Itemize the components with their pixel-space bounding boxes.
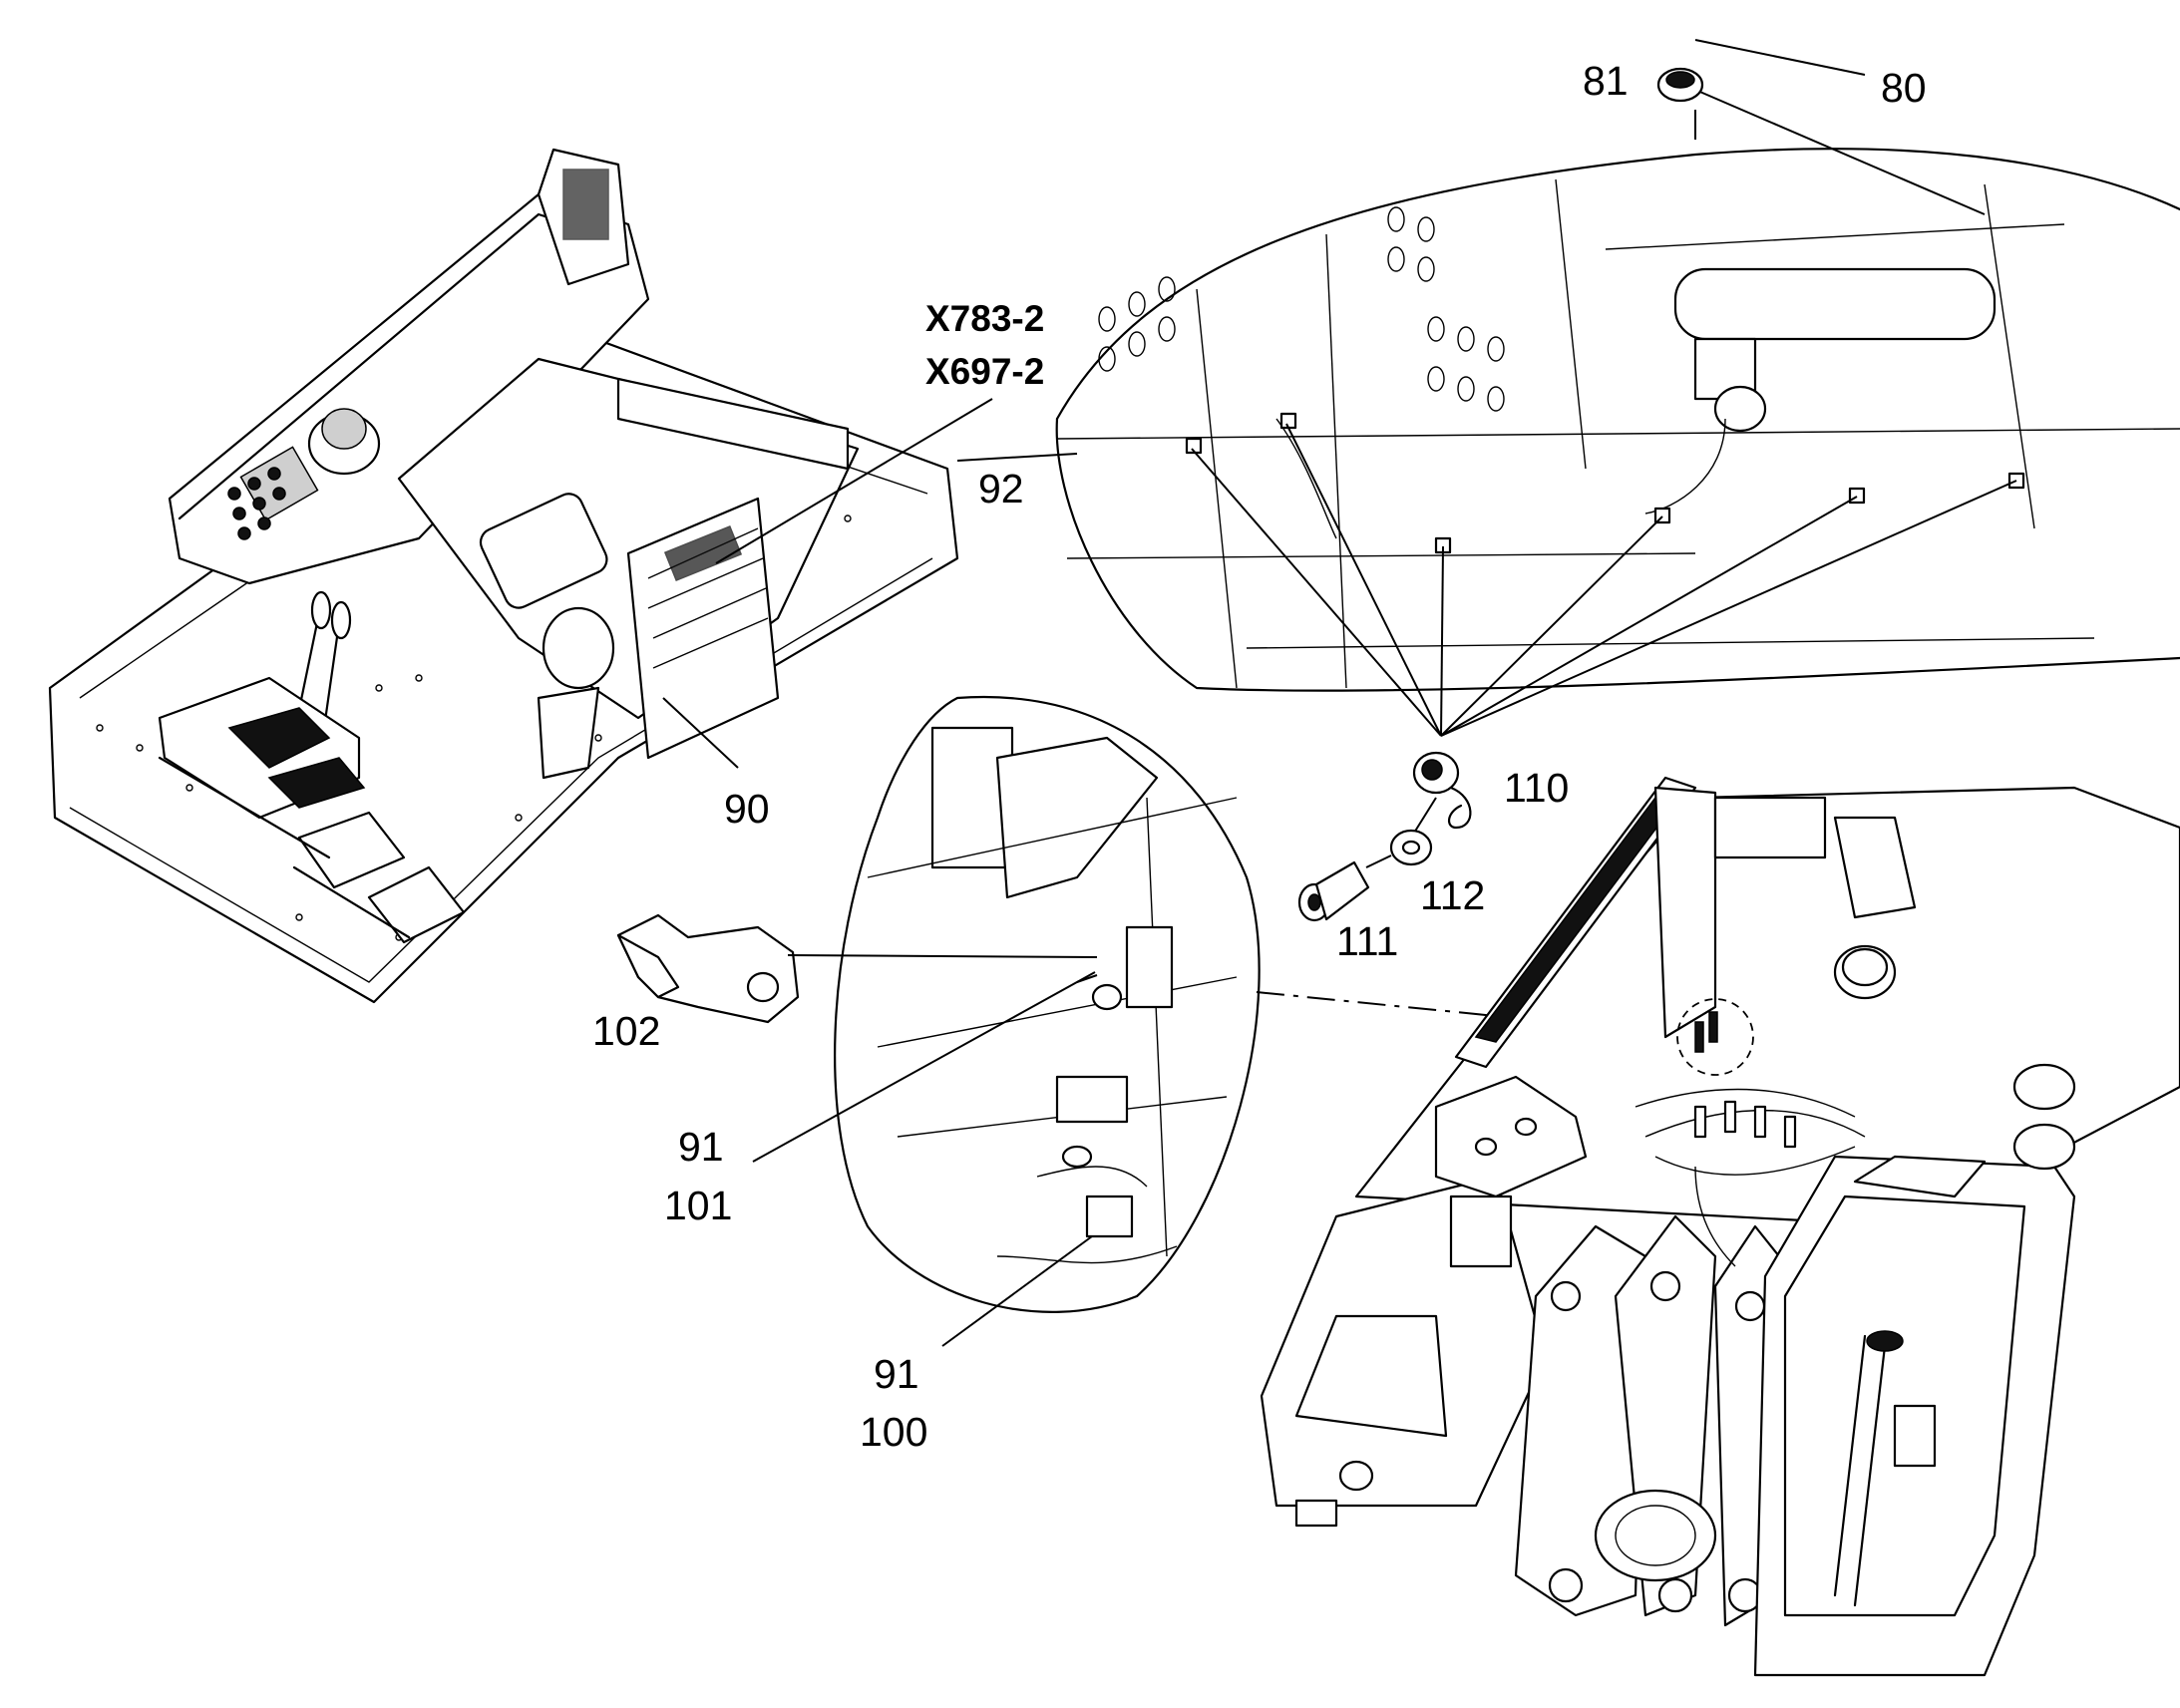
callout-91-upper: 91 (678, 1124, 724, 1170)
callout-90: 90 (724, 786, 770, 832)
callout-101: 101 (664, 1183, 732, 1228)
callout-92: 92 (978, 466, 1024, 512)
callout-labels: 81 80 X783-2 X697-2 92 90 110 112 111 10… (592, 58, 1927, 1455)
upper-frame-detail (1055, 39, 2180, 737)
callout-81: 81 (1583, 58, 1629, 104)
callout-80: 80 (1881, 65, 1927, 111)
callout-111: 111 (1336, 918, 1398, 964)
bolt-111 (1297, 860, 1370, 922)
connector-x783-2: X783-2 (925, 298, 1044, 339)
callout-102: 102 (592, 1008, 660, 1054)
leader-lines (662, 398, 1098, 1347)
callout-91-lower: 91 (874, 1351, 919, 1397)
connector-x697-2: X697-2 (925, 351, 1044, 392)
clip-110 (1410, 751, 1472, 839)
callout-110: 110 (1504, 765, 1569, 811)
oval-detail-view (834, 695, 1656, 1313)
callout-112: 112 (1420, 872, 1485, 918)
bracket-102 (616, 913, 1098, 1024)
washer-112 (1365, 829, 1433, 868)
main-machine (1260, 776, 2180, 1677)
callout-100: 100 (860, 1409, 927, 1455)
cab-floor-assembly (48, 148, 959, 1004)
